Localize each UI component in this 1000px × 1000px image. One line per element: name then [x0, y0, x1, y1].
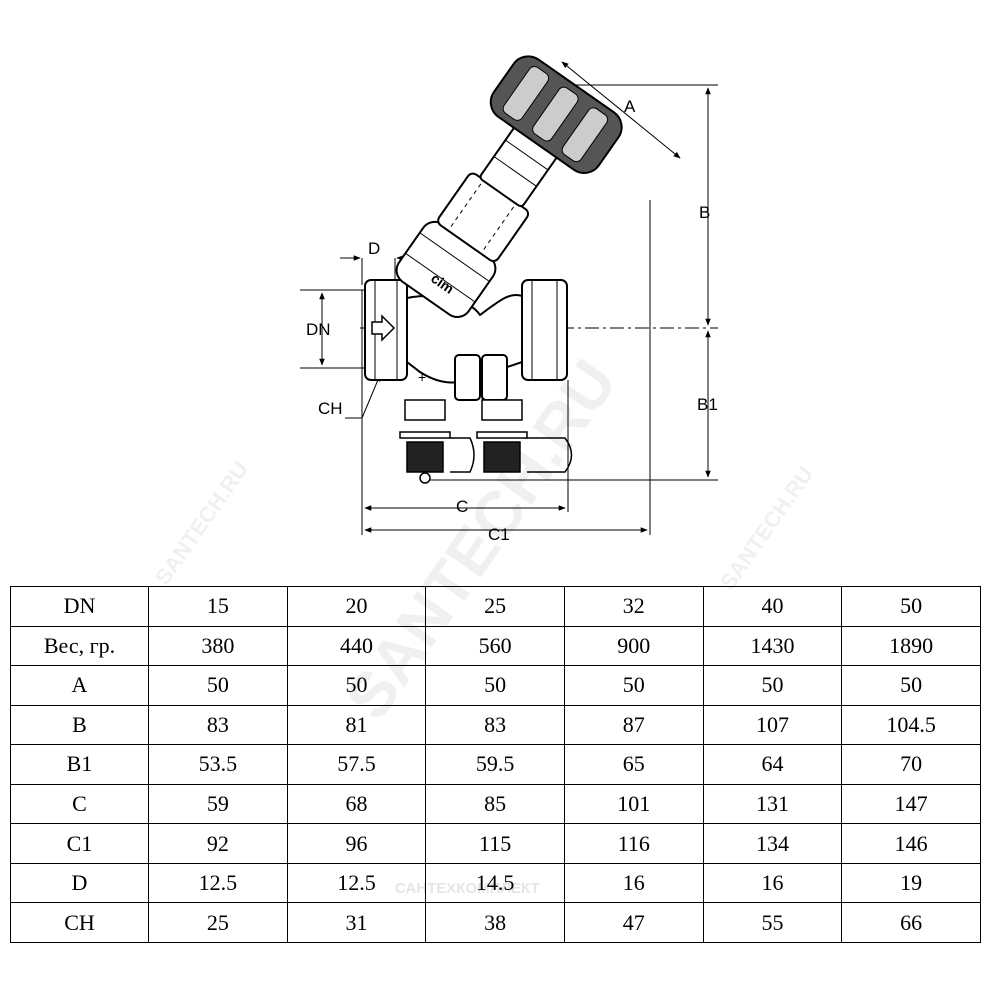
dim-label-a: A	[624, 97, 636, 116]
table-cell: 101	[563, 783, 704, 825]
table-cell: 66	[841, 902, 981, 943]
table-row: D 12.5 12.5 14.5 16 16 19	[10, 862, 981, 904]
table-cell: 92	[148, 823, 288, 864]
table-cell: 12.5	[286, 862, 427, 904]
dimension-lines	[319, 61, 711, 533]
table-cell: 68	[286, 783, 427, 825]
table-cell: 59.5	[425, 744, 565, 785]
table-cell: 96	[286, 823, 427, 864]
table-cell: 107	[702, 704, 843, 746]
table-cell: 59	[148, 783, 288, 825]
table-row: B 83 81 83 87 107 104.5	[10, 704, 981, 746]
table-cell: 900	[563, 625, 704, 667]
table-cell: 115	[425, 823, 565, 864]
table-cell: 134	[702, 823, 843, 864]
table-cell: 83	[425, 704, 565, 746]
valve-dimension-drawing: A B B1 C C1 D DN CH cim +	[300, 55, 718, 544]
table-cell: 81	[286, 704, 427, 746]
handwheel	[489, 55, 623, 174]
table-row: Вес, гр. 380 440 560 900 1430 1890	[10, 625, 981, 667]
table-row: B1 53.5 57.5 59.5 65 64 70	[10, 744, 981, 785]
table-cell: 85	[425, 783, 565, 825]
table-cell: 70	[841, 744, 981, 785]
table-cell: 50	[148, 665, 288, 706]
row-header: D	[10, 862, 149, 904]
flow-arrow-icon	[371, 314, 396, 342]
row-header: A	[10, 665, 149, 706]
dim-label-b: B	[699, 203, 710, 222]
row-header: Вес, гр.	[10, 625, 149, 667]
table-cell: 1430	[702, 625, 843, 667]
dim-label-c: C	[456, 497, 468, 516]
table-cell: 560	[425, 625, 565, 667]
row-header: C	[10, 783, 149, 825]
dim-label-b1: B1	[697, 395, 718, 414]
table-cell: 31	[286, 902, 427, 943]
table-cell: 25	[148, 902, 288, 943]
table-row: DN 15 20 25 32 40 50	[10, 586, 981, 627]
table-row: C 59 68 85 101 131 147	[10, 783, 981, 825]
table-cell: 40	[702, 586, 843, 627]
table-cell: 47	[563, 902, 704, 943]
test-nipples	[399, 399, 573, 484]
valve-body	[364, 279, 568, 401]
table-cell: 16	[702, 862, 843, 904]
table-cell: 38	[425, 902, 565, 943]
dim-label-c1: C1	[488, 525, 510, 544]
table-cell: 57.5	[286, 744, 427, 785]
table-cell: 12.5	[148, 862, 288, 904]
table-cell: 16	[563, 862, 704, 904]
plus-mark: +	[418, 369, 426, 385]
row-header: CH	[10, 902, 149, 943]
table-cell: 32	[563, 586, 704, 627]
table-row: C1 92 96 115 116 134 146	[10, 823, 981, 864]
table-cell: 440	[286, 625, 427, 667]
table-cell: 147	[841, 783, 981, 825]
table-cell: 55	[702, 902, 843, 943]
dim-label-d: D	[368, 239, 380, 258]
dimensions-table: DN 15 20 25 32 40 50 Вес, гр. 380 440 56…	[10, 586, 981, 943]
table-cell: 146	[841, 823, 981, 864]
table-cell: 14.5	[425, 862, 565, 904]
table-cell: 64	[702, 744, 843, 785]
table-row: CH 25 31 38 47 55 66	[10, 902, 981, 943]
table-cell: 50	[841, 665, 981, 706]
table-cell: 104.5	[841, 704, 981, 746]
table-cell: 50	[425, 665, 565, 706]
table-cell: 19	[841, 862, 981, 904]
table-cell: 131	[702, 783, 843, 825]
table-cell: 50	[286, 665, 427, 706]
table-cell: 20	[286, 586, 427, 627]
row-header: C1	[10, 823, 149, 864]
dim-label-ch: CH	[318, 399, 343, 418]
table-cell: 83	[148, 704, 288, 746]
table-cell: 116	[563, 823, 704, 864]
table-cell: 87	[563, 704, 704, 746]
dim-label-dn: DN	[306, 320, 331, 339]
table-cell: 50	[702, 665, 843, 706]
table-row: A 50 50 50 50 50 50	[10, 665, 981, 706]
table-cell: 15	[148, 586, 288, 627]
row-header: DN	[10, 586, 149, 627]
row-header: B	[10, 704, 149, 746]
table-cell: 65	[563, 744, 704, 785]
table-cell: 50	[841, 586, 981, 627]
table-cell: 1890	[841, 625, 981, 667]
table-cell: 50	[563, 665, 704, 706]
table-cell: 53.5	[148, 744, 288, 785]
table-cell: 25	[425, 586, 565, 627]
table-cell: 380	[148, 625, 288, 667]
row-header: B1	[10, 744, 149, 785]
